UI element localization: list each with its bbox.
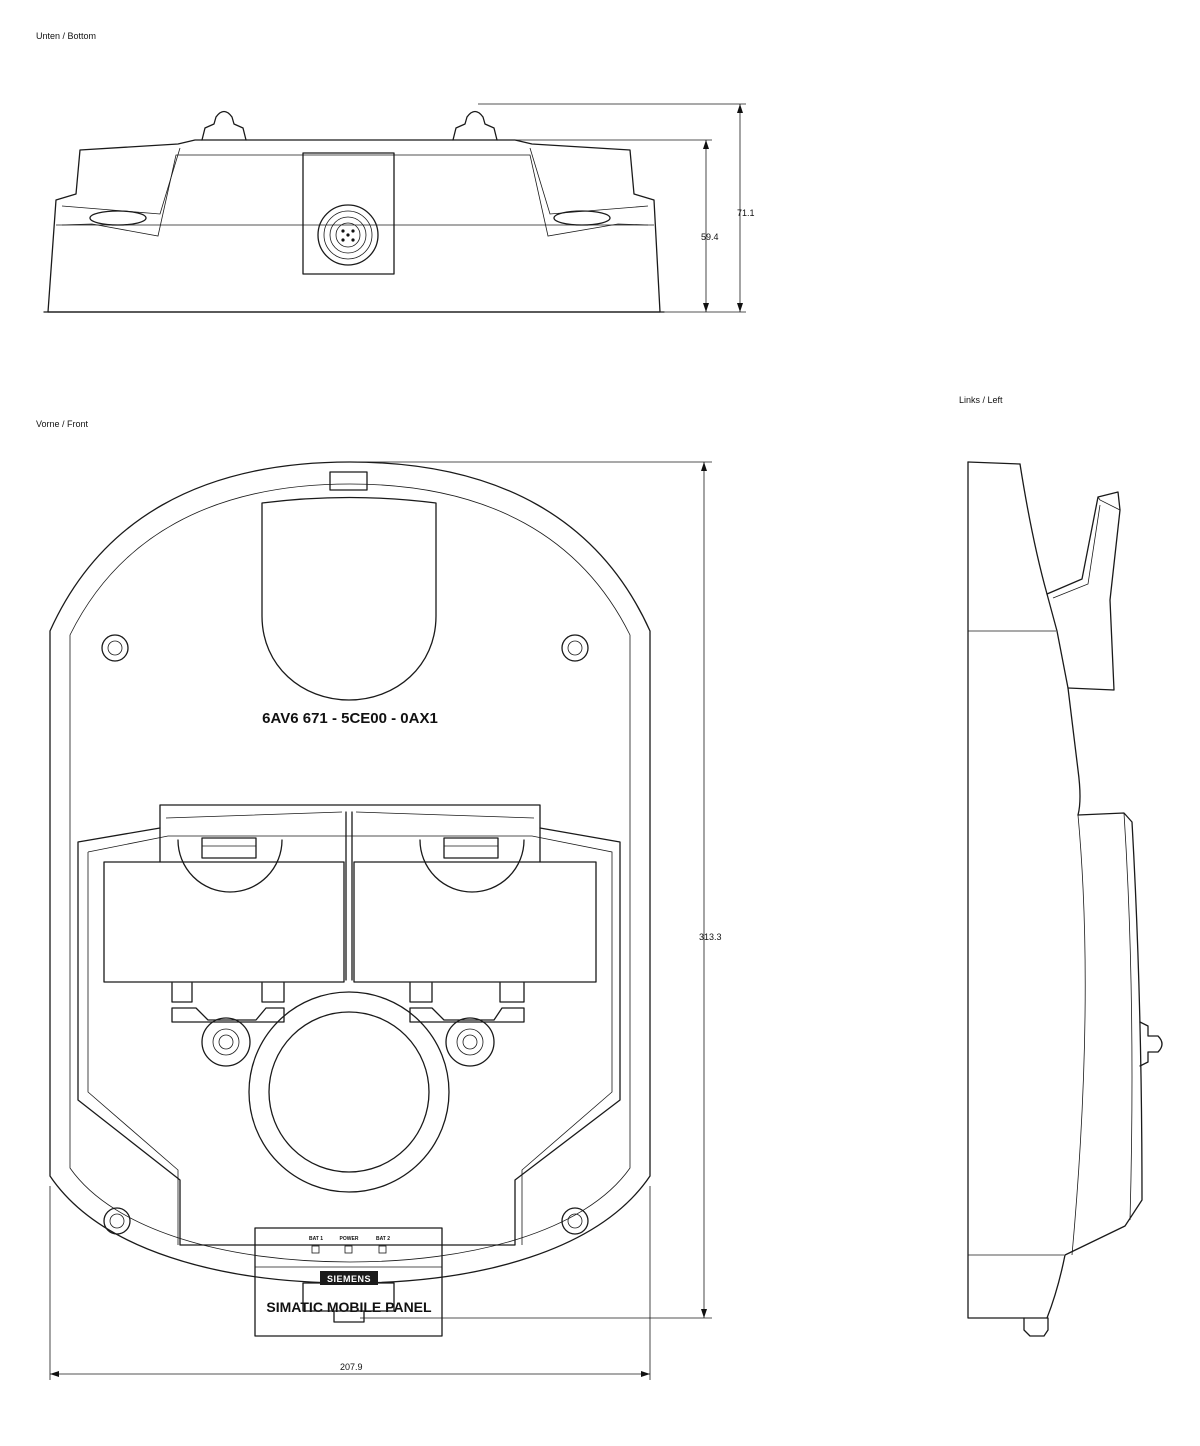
brand-logo xyxy=(320,1271,378,1285)
product-name: SIMATIC MOBILE PANEL xyxy=(266,1299,432,1315)
dim-height-front: 313.3 xyxy=(699,932,722,942)
dim-height-bottom-total: 71.1 xyxy=(737,208,755,218)
bottom-view: Unten / Bottom 59.4 71.1 xyxy=(36,31,755,313)
dim-width-front: 207.9 xyxy=(340,1362,363,1372)
led-label-bat1: BAT 1 xyxy=(309,1236,323,1242)
bottom-view-label: Unten / Bottom xyxy=(36,31,96,41)
led-label-power: POWER xyxy=(340,1236,359,1242)
left-view: Links / Left xyxy=(959,395,1163,1337)
left-view-label: Links / Left xyxy=(959,395,1003,405)
led-bat1 xyxy=(311,1245,320,1254)
dim-height-bottom-body: 59.4 xyxy=(701,232,719,242)
led-bat2 xyxy=(378,1245,387,1254)
led-power xyxy=(344,1245,353,1254)
led-label-bat2: BAT 2 xyxy=(376,1236,390,1242)
front-view: Vorne / Front 6AV6 671 - 5CE00 - 0AX1 xyxy=(36,419,722,1380)
order-number: 6AV6 671 - 5CE00 - 0AX1 xyxy=(262,710,438,727)
led-indicators: BAT 1 POWER BAT 2 xyxy=(309,1236,390,1254)
front-view-label: Vorne / Front xyxy=(36,419,89,429)
brand-text: SIEMENS xyxy=(327,1274,371,1284)
